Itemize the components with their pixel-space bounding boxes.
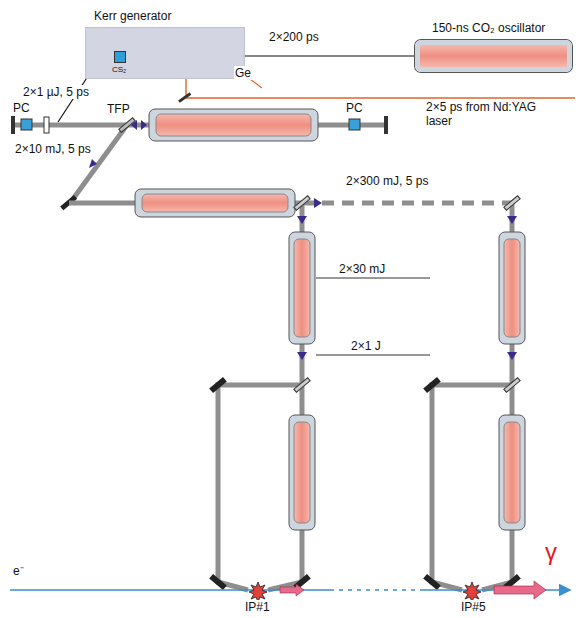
beam-arrow [89,159,97,168]
waveplate [44,117,49,133]
beam-arrow [297,216,517,224]
amp-gain [504,239,520,337]
mirror [423,574,441,590]
amp-tube [135,189,295,217]
annotation-label: TFP [106,102,131,116]
yag-mirror [178,92,191,102]
annotation-label: 2×1 J [350,339,382,353]
node-heading: CS₂ [112,65,126,75]
annotation-label: 2×10 mJ, 5 ps [14,142,92,156]
annotation-label: IP#5 [460,600,487,614]
level-line [316,355,430,356]
annotation-label: Ge [234,66,252,80]
amp-tube [499,415,525,530]
beam-arrow [297,352,517,360]
node-heading: Kerr generator [94,9,171,23]
amp-gain [294,422,310,523]
annotation-label: e⁻ [12,564,25,578]
amp-gain [504,422,520,523]
mirror [209,574,227,590]
annotation-label: 2×200 ps [268,30,320,44]
co2-oscillator-tube: 150-ns CO₂ oscillator [415,40,572,72]
pockels-cell [349,119,360,130]
thin-film-polarizer [119,118,135,133]
annotation-label: γ [544,538,558,566]
splitter [294,378,310,393]
amp-gain [142,194,288,212]
pockels-cell [21,119,32,130]
cs2-cell: CS₂ [114,51,126,63]
beam [302,201,512,206]
kerr-generator-box: Kerr generatorCS₂ [85,27,245,79]
annotation-label: 2×1 µJ, 5 ps [22,85,90,99]
annotation-label: 2×5 ps from Nd:YAG laser [425,100,557,128]
beam-arrow [314,198,322,208]
amp-gain [294,239,310,337]
end-mirror [384,116,388,134]
electron-beam [330,589,420,591]
regen-gain [156,114,311,136]
end-mirror [11,116,15,134]
gamma-beam [494,581,546,599]
annotation-label: IP#1 [244,600,271,614]
node-heading: 150-ns CO₂ oscillator [432,21,545,35]
beam-connector [245,55,415,56]
annotation-label: PC [345,101,364,115]
mirror [423,377,441,393]
amp-tube [289,415,315,530]
mirror [504,196,520,211]
amp-tube [289,232,315,344]
splitter [294,196,310,211]
splitter [504,378,520,393]
annotation-label: 2×300 mJ, 5 ps [345,174,429,188]
amp-tube [499,232,525,344]
regen-tube [149,109,318,141]
mirror [209,377,227,393]
level-line [316,278,430,279]
beam [70,125,127,203]
interaction-point [249,582,267,602]
annotation-label: PC [12,101,31,115]
annotation-label: 2×30 mJ [338,262,386,276]
interaction-point [463,582,481,602]
gamma-beam [280,584,304,596]
